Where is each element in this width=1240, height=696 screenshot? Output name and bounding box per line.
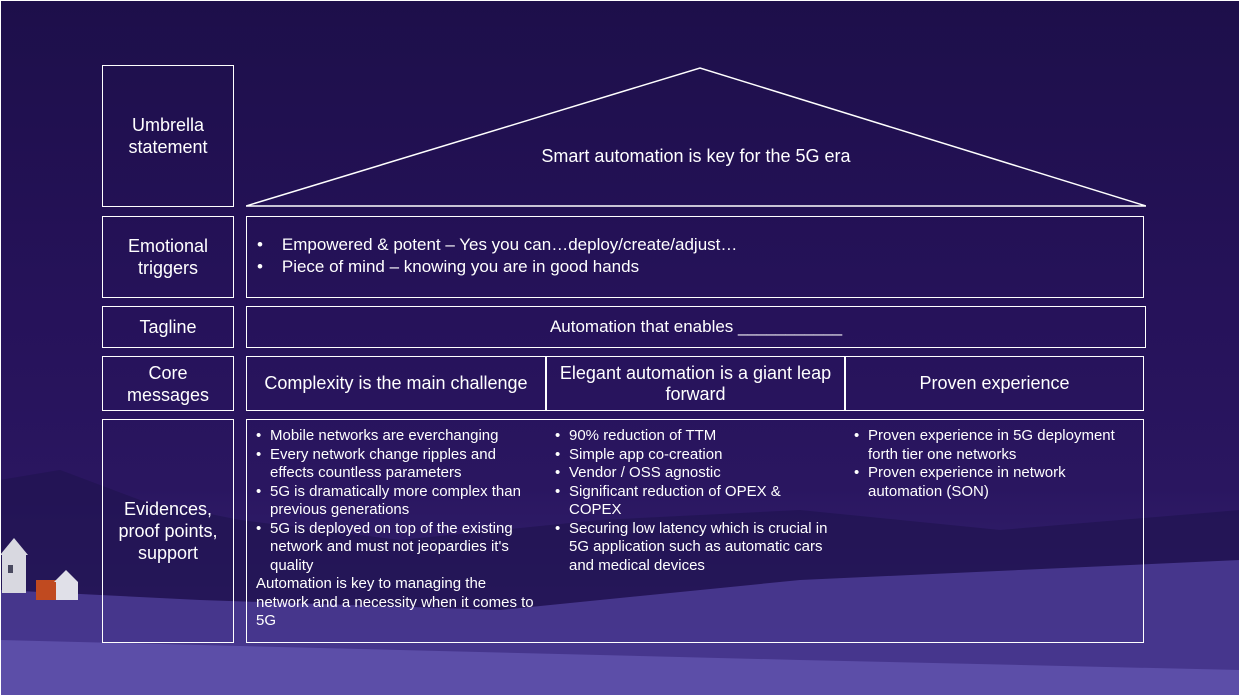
evidence-label-box: Evidences, proof points, support [102,419,234,643]
evidence-item: Securing low latency which is crucial in… [553,520,828,576]
evidence-item: Simple app co-creation [553,446,828,465]
umbrella-roof [246,67,1146,207]
evidence-item: Proven experience in 5G deployment forth… [852,427,1137,464]
core-message-text: Complexity is the main challenge [264,373,528,393]
evidence-conclusion: Automation is key to managing the networ… [256,575,534,629]
evidence-item: Mobile networks are everchanging [254,427,539,446]
emotional-label-box: Emotional triggers [102,216,234,298]
evidence-column-2: 90% reduction of TTM Simple app co-creat… [553,427,828,575]
tagline-box: Automation that enables ___________ [246,306,1146,348]
core-message-text: Proven experience [919,373,1070,393]
evidence-item: Proven experience in network automation … [852,464,1137,501]
umbrella-label-box: Umbrella statement [102,65,234,207]
evidence-box [246,419,1144,643]
trigger-bold: Piece of mind [281,257,385,276]
core-message-text: Elegant automation is a giant leap forwa… [559,362,832,404]
trigger-item: • Piece of mind – knowing you are in goo… [257,257,640,276]
evidence-label: Evidences, proof points, support [118,499,218,563]
trigger-bold: Empowered & potent [281,235,441,254]
core-message-1: Complexity is the main challenge [246,356,546,411]
houses-illustration [0,538,78,600]
umbrella-label: Umbrella statement [128,115,208,157]
trigger-item: • Empowered & potent – Yes you can…deplo… [257,235,738,254]
core-message-2: Elegant automation is a giant leap forwa… [546,356,845,411]
evidence-column-3: Proven experience in 5G deployment forth… [852,427,1137,501]
tagline-text: Automation that enables ___________ [549,317,843,336]
core-label-box: Core messages [102,356,234,411]
evidence-item: 5G is deployed on top of the existing ne… [254,520,539,576]
tagline-label: Tagline [139,317,197,337]
evidence-item: Vendor / OSS agnostic [553,464,828,483]
evidence-item: Significant reduction of OPEX & COPEX [553,483,828,520]
evidence-item: 5G is dramatically more complex than pre… [254,483,539,520]
evidence-item: 90% reduction of TTM [553,427,828,446]
core-message-3: Proven experience [845,356,1144,411]
tagline-label-box: Tagline [102,306,234,348]
core-label: Core messages [126,362,210,405]
umbrella-statement: Smart automation is key for the 5G era [541,146,851,166]
evidence-item: Every network change ripples and effects… [254,446,539,483]
emotional-triggers-box: • Empowered & potent – Yes you can…deplo… [246,216,1144,298]
trigger-rest: – knowing you are in good hands [384,257,640,276]
evidence-column-1: Mobile networks are everchanging Every n… [254,427,539,631]
trigger-rest: – Yes you can…deploy/create/adjust… [440,235,738,254]
emotional-label: Emotional triggers [127,236,209,278]
